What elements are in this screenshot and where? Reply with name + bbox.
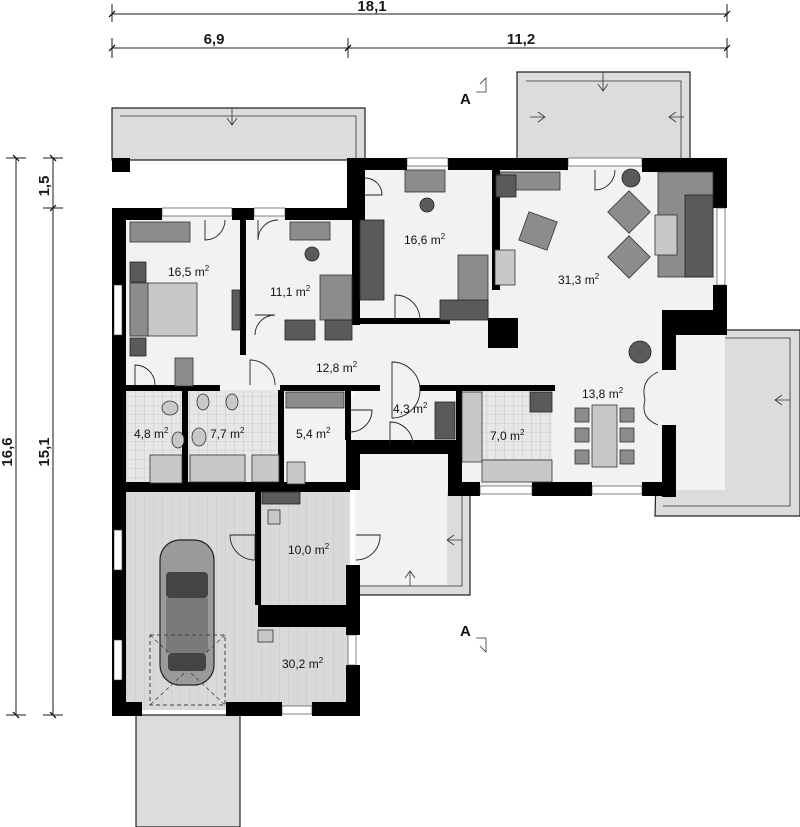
dim-total-depth: 16,6 [0, 437, 16, 466]
room-label-living: 31,3 m2 [558, 272, 600, 287]
room-label-kitchen: 7,0 m2 [490, 428, 525, 443]
dim-left-width: 6,9 [204, 31, 225, 48]
room-label-bath-small: 4,8 m2 [134, 426, 169, 441]
room-label-utility: 5,4 m2 [296, 426, 331, 441]
dim-offset-depth: 1,5 [36, 176, 53, 197]
dim-body-depth: 15,1 [36, 437, 53, 466]
entrance-arrows [226, 72, 790, 586]
room-label-bath: 7,7 m2 [210, 426, 245, 441]
room-labels: 16,5 m2 11,1 m2 16,6 m2 31,3 m2 12,8 m2 … [134, 232, 624, 671]
room-label-dining: 13,8 m2 [582, 386, 624, 401]
walls [112, 158, 727, 716]
room-label-bedroom-main: 16,5 m2 [168, 264, 210, 279]
dim-right-width: 11,2 [507, 31, 535, 48]
room-label-bedroom-small: 11,1 m2 [270, 284, 311, 299]
room-label-study: 16,6 m2 [404, 232, 446, 247]
room-label-vestibule: 4,3 m2 [393, 401, 428, 416]
room-label-boiler: 10,0 m2 [288, 542, 330, 557]
room-label-hall: 12,8 m2 [316, 360, 358, 375]
room-label-garage: 30,2 m2 [282, 656, 324, 671]
dimension-lines [6, 4, 731, 719]
furniture [129, 168, 714, 643]
car-icon [149, 539, 226, 706]
dim-total-width: 18,1 [357, 0, 386, 15]
doors [134, 169, 659, 561]
section-mark-top: A [460, 91, 471, 108]
windows [113, 157, 726, 715]
section-marks [476, 77, 487, 653]
section-mark-bottom: A [460, 623, 471, 640]
